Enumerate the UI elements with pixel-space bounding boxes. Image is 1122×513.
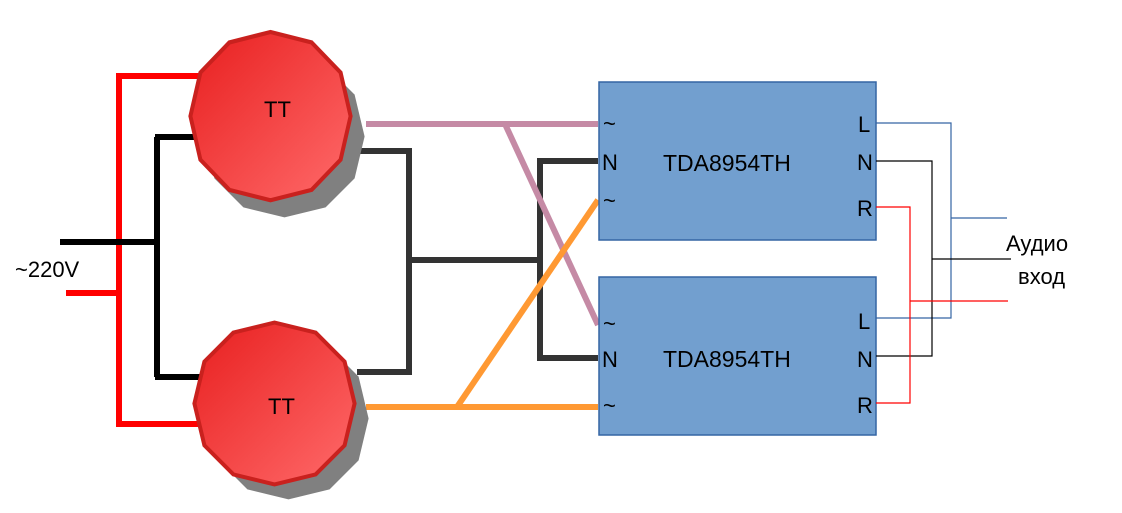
amplifier-top-pin-n-out: N bbox=[857, 150, 873, 175]
mains-voltage-label: ~220V bbox=[15, 257, 80, 282]
amplifier-bottom-pin-n: N bbox=[602, 347, 618, 372]
transformer-top-label: TT bbox=[264, 97, 291, 122]
signal-right-wires bbox=[876, 206, 1008, 404]
amplifier-bottom-title: TDA8954TH bbox=[663, 346, 791, 372]
amplifier-top-pin-n: N bbox=[602, 150, 618, 175]
audio-input-label-line1: Аудио bbox=[1006, 231, 1068, 256]
amplifier-top: TDA8954TH ~ N ~ L N R bbox=[598, 81, 877, 241]
amplifier-bottom-pin-r: R bbox=[857, 393, 873, 418]
amplifier-top-pin-r: R bbox=[857, 196, 873, 221]
ac-wires-orange bbox=[366, 198, 601, 410]
signal-left-wires bbox=[876, 122, 1007, 319]
ground-wires bbox=[353, 148, 598, 375]
mains-wires bbox=[66, 73, 218, 427]
neutral-wires bbox=[60, 134, 218, 380]
amplifier-bottom: TDA8954TH ~ N ~ L N R bbox=[598, 276, 877, 436]
amplifier-bottom-pin-ac2: ~ bbox=[603, 393, 616, 418]
amplifier-top-pin-l: L bbox=[858, 112, 870, 137]
amplifier-top-title: TDA8954TH bbox=[663, 150, 791, 176]
amplifier-top-body bbox=[598, 81, 877, 241]
transformer-top: TT bbox=[188, 29, 365, 218]
amplifier-bottom-pin-l: L bbox=[858, 309, 870, 334]
ac-wires-pink bbox=[366, 121, 601, 327]
amplifier-top-pin-ac2: ~ bbox=[603, 188, 616, 213]
transformer-top-body bbox=[188, 29, 353, 203]
audio-input-label-line2: вход bbox=[1018, 264, 1065, 289]
amplifier-bottom-body bbox=[598, 276, 877, 436]
transformer-bottom: TT bbox=[192, 320, 369, 500]
transformer-bottom-label: TT bbox=[268, 394, 295, 419]
amplifier-bottom-pin-n-out: N bbox=[857, 347, 873, 372]
amplifier-bottom-pin-ac1: ~ bbox=[603, 311, 616, 336]
transformer-bottom-body bbox=[192, 320, 357, 487]
signal-neutral-wires bbox=[876, 160, 1011, 357]
amplifier-top-pin-ac1: ~ bbox=[603, 111, 616, 136]
